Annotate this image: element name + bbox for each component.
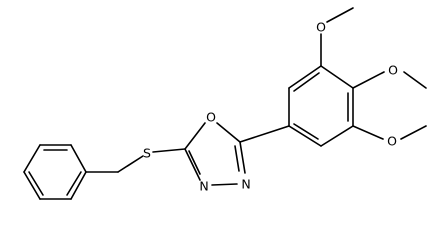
atom-sulfur: S [143,146,151,161]
atom-methoxy-top-oxygen: O [316,20,326,35]
bond-methoxy-middle-methyl [403,71,427,89]
double-bond-inner [188,150,201,175]
trimethoxyphenyl-ring [288,65,354,147]
phenyl-ring [23,144,87,200]
chemical-structure-diagram: S O N N O O O [23,7,427,200]
bond-oxadiazole-to-aryl [239,125,290,143]
bond [288,125,322,147]
methoxy-top-oxygen-label: O [316,20,326,35]
bond-methoxy-top-methyl [326,7,354,23]
bond [23,144,41,173]
bond [23,171,41,200]
bond-ch2-to-sulfur [117,155,144,173]
bond [211,183,238,186]
atom-nitrogen-right: N [241,177,250,192]
double-bond-inner [28,171,44,196]
bond [320,65,354,89]
double-bond-inner [293,72,320,92]
sulfur-label: S [143,146,151,161]
bond-methoxy-bottom-methyl [400,125,427,140]
nitrogen-left-label: N [199,179,208,194]
atom-ring-oxygen: O [206,110,216,125]
nitrogen-right-label: N [241,177,250,192]
bond [239,141,246,174]
bond [184,122,206,150]
bond [288,65,322,89]
atom-methoxy-bottom-oxygen: O [387,134,397,149]
bond [70,144,87,173]
bond-sulfur-to-ring [152,148,186,153]
double-bond-inner [293,123,319,140]
methoxy-middle-oxygen-label: O [388,63,398,78]
ring-oxygen-label: O [206,110,216,125]
bond-aryl-to-methoxy-bottom [352,125,384,140]
methoxy-bottom-oxygen-label: O [387,134,397,149]
bond [320,125,354,147]
oxadiazole-ring [184,122,246,186]
atom-methoxy-middle-oxygen: O [388,63,398,78]
double-bond-inner [234,145,240,172]
bond [216,122,241,143]
bond [70,171,87,200]
atom-nitrogen-left: N [199,179,208,194]
double-bond-inner [66,171,82,196]
bond [184,148,201,181]
bond-aryl-to-methoxy-middle [352,71,385,89]
